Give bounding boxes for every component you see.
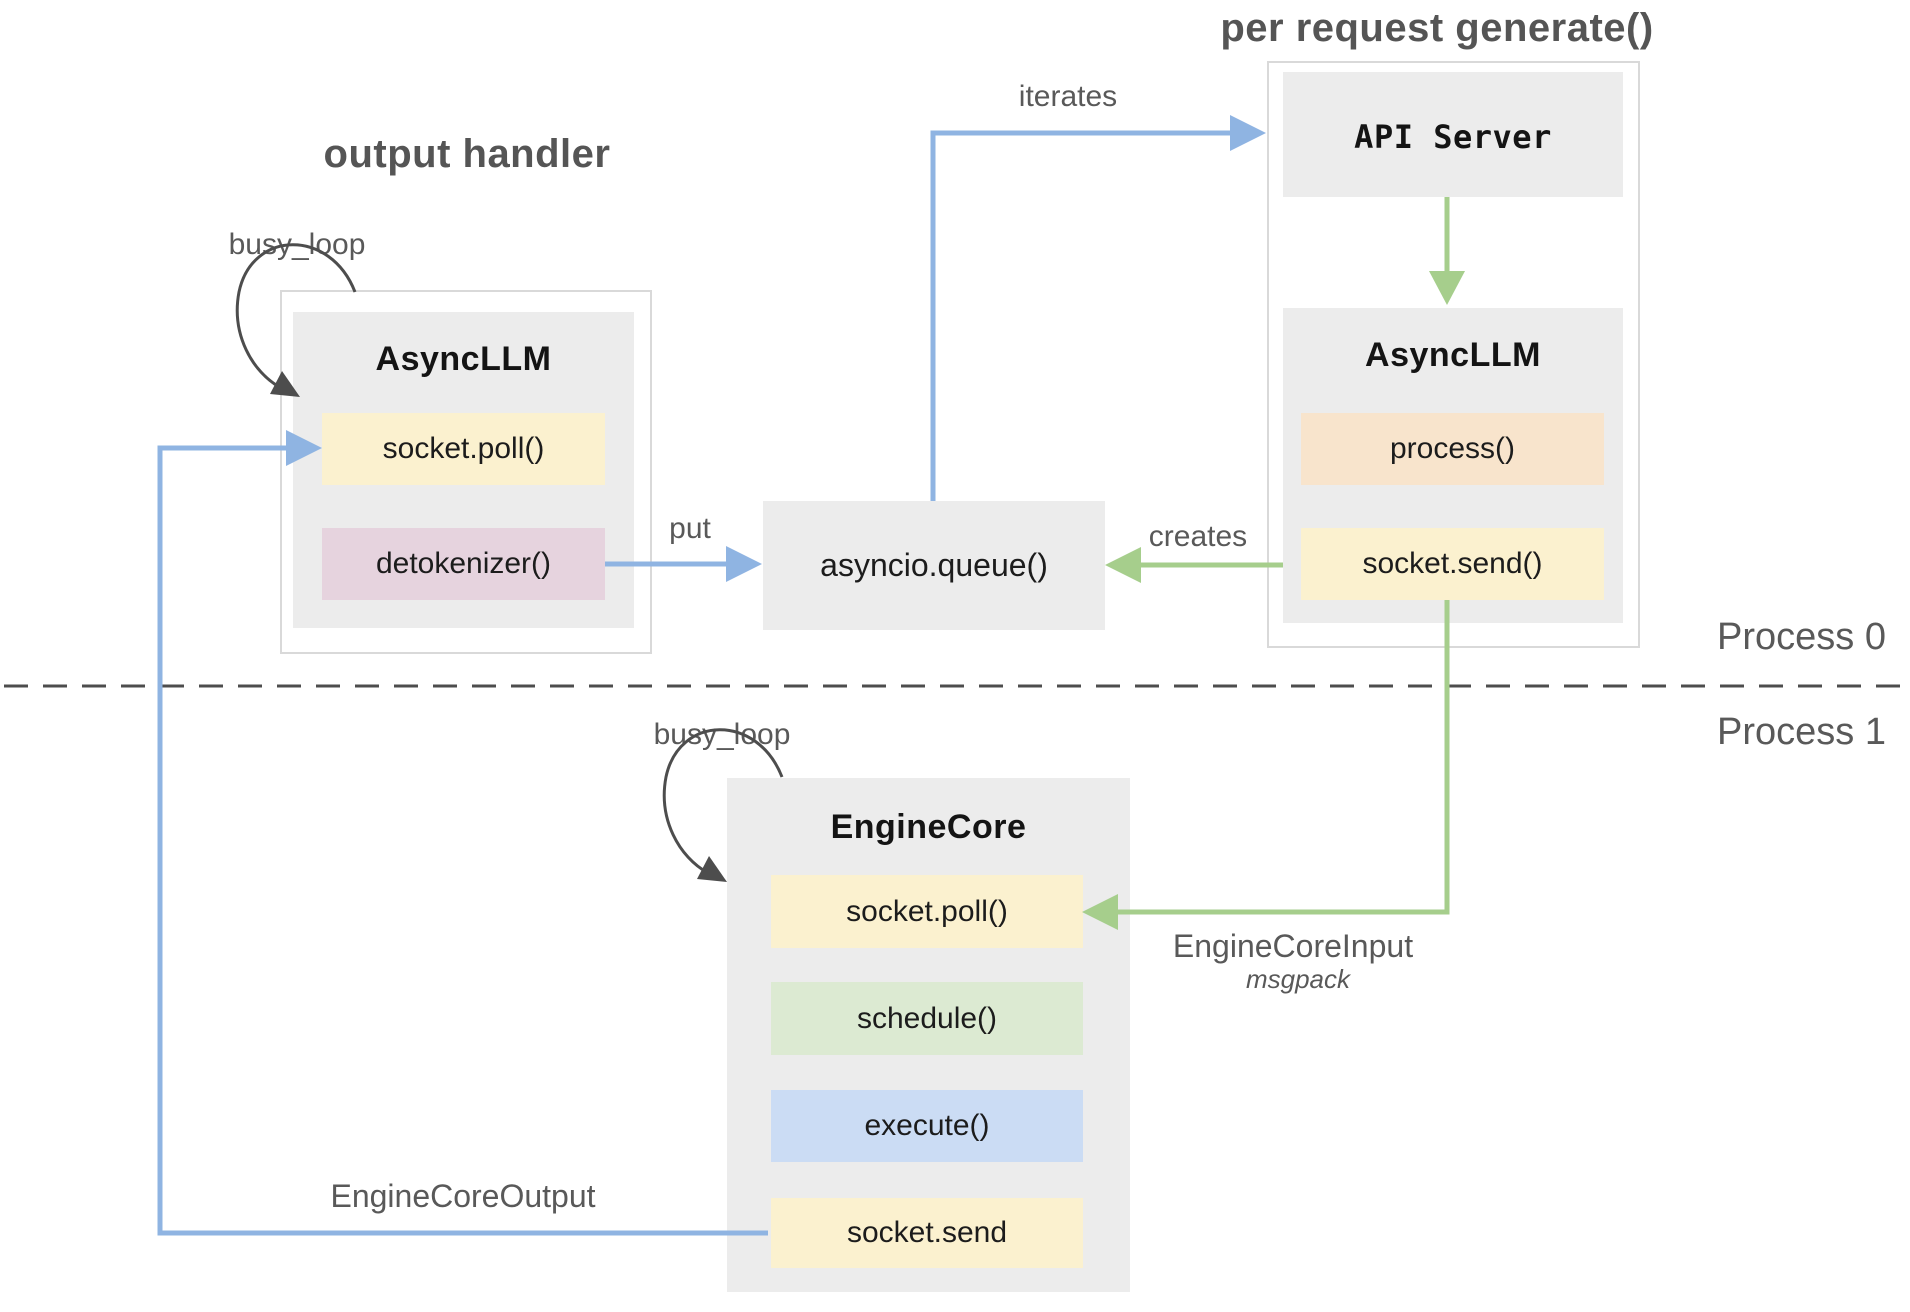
engine-socket-send-box: socket.send [771,1198,1083,1268]
api-server-box: API Server [1283,72,1623,197]
creates-label: creates [1148,520,1248,553]
left-asyncllm-title: AsyncLLM [375,340,552,378]
process-0-label: Process 0 [1717,616,1886,658]
output-handler-title: output handler [323,132,611,176]
iterates-label: iterates [1018,80,1118,113]
right-asyncllm-box: AsyncLLM process() socket.send() [1283,308,1623,623]
engine-core-output-label: EngineCoreOutput [330,1178,596,1214]
engine-core-title: EngineCore [830,808,1027,846]
process-box: process() [1301,413,1604,485]
right-asyncllm-title: AsyncLLM [1365,336,1541,374]
api-server-title: API Server [1354,118,1552,156]
msgpack-label: msgpack [1245,964,1351,994]
engine-core-input-arrow [1082,600,1450,930]
schedule-box: schedule() [771,982,1083,1055]
engine-core-input-label: EngineCoreInput [1172,928,1414,964]
iterates-arrow [930,115,1266,501]
execute-box: execute() [771,1090,1083,1162]
left-asyncllm-box: AsyncLLM socket.poll() detokenizer() [293,312,634,628]
left-socket-poll-box: socket.poll() [322,413,605,485]
asyncio-queue-box: asyncio.queue() [763,501,1105,630]
engine-socket-poll-box: socket.poll() [771,875,1083,948]
detokenizer-box: detokenizer() [322,528,605,600]
right-socket-send-box: socket.send() [1301,528,1604,600]
busy-loop-label-bottom: busy_loop [653,718,791,751]
per-request-generate-title: per request generate() [1220,6,1654,50]
put-label: put [669,512,711,545]
engine-core-box: EngineCore socket.poll() schedule() exec… [727,778,1130,1292]
busy-loop-label-top: busy_loop [228,228,366,261]
process-1-label: Process 1 [1717,711,1886,753]
